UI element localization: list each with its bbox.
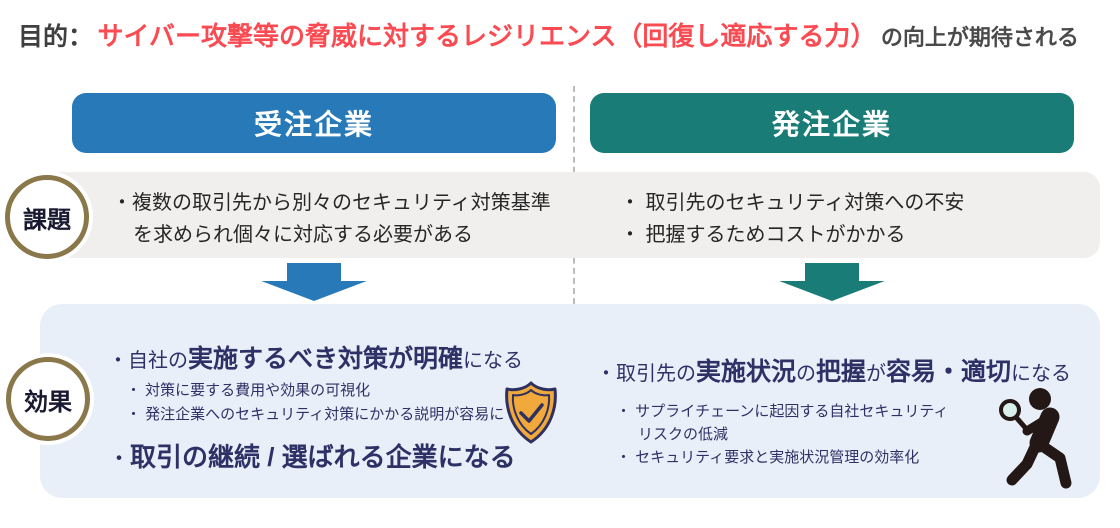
effect-left-main1-post: になる	[463, 350, 524, 372]
effect-left-main-1: ・自社の実施するべき対策が明確になる	[108, 339, 523, 375]
issues-right-item-2: ・ 把握するためコストがかかる	[620, 224, 906, 246]
issues-left-line2: を求められ個々に対応する必要がある	[133, 224, 473, 246]
effect-left-sub-1: ・ 対策に要する費用や効果の可視化	[126, 382, 371, 399]
effects-panel	[40, 304, 1100, 498]
bullet: ・	[596, 363, 616, 385]
effect-right-main-mid2: が	[866, 363, 887, 385]
bullet: ・	[112, 192, 132, 214]
effect-right-main-bold1: 実施状況	[696, 358, 797, 386]
down-arrow-icon	[256, 262, 372, 302]
issues-left-text: ・複数の取引先から別々のセキュリティ対策基準 を求められ個々に対応する必要がある	[112, 187, 551, 251]
effect-right-sub-2: ・ セキュリティ要求と実施状況管理の効率化	[616, 449, 920, 466]
title-suffix: の向上が期待される	[880, 25, 1079, 50]
issues-band	[40, 172, 1100, 258]
effect-left-main2-bold: 取引の継続 / 選ばれる企業になる	[130, 442, 516, 472]
issues-left-line1: 複数の取引先から別々のセキュリティ対策基準	[132, 192, 551, 214]
shield-check-icon	[504, 381, 558, 445]
title-highlight: サイバー攻撃等の脅威に対するレジリエンス（回復し適応する力）	[97, 21, 877, 51]
effect-left-main1-pre: 自社の	[128, 350, 188, 372]
bullet: ・	[108, 350, 128, 372]
effect-left-subitems: ・ 対策に要する費用や効果の可視化 ・ 発注企業へのセキュリティ対策にかかる説明…	[126, 379, 504, 427]
title-prefix: 目的：	[18, 23, 94, 51]
effect-right-subitems: ・ サプライチェーンに起因する自社セキュリティ リスクの低減 ・ セキュリティ要…	[616, 400, 949, 469]
effect-right-main-mid1: の	[796, 363, 817, 385]
effect-left-sub-2: ・ 発注企業へのセキュリティ対策にかかる説明が容易に	[126, 406, 505, 423]
effect-right-main-post: になる	[1011, 363, 1072, 385]
header-orderer: 発注企業	[590, 93, 1074, 153]
effect-right-main-bold2: 把握	[816, 358, 867, 386]
effect-right-sub1-line2: リスクの低減	[638, 426, 729, 443]
person-magnifier-icon	[993, 386, 1088, 491]
issues-right-text: ・ 取引先のセキュリティ対策への不安 ・ 把握するためコストがかかる	[620, 187, 964, 251]
issues-right-item-1: ・ 取引先のセキュリティ対策への不安	[620, 192, 965, 214]
effect-right-main-pre: 取引先の	[616, 363, 696, 385]
down-arrow-icon	[774, 262, 890, 302]
effect-left-main-2: ・取引の継続 / 選ばれる企業になる	[108, 437, 516, 474]
effect-right-main-bold3: 容易・適切	[886, 358, 1012, 386]
bullet: ・	[108, 446, 131, 471]
issues-badge: 課題	[5, 175, 89, 259]
header-contractor: 受注企業	[72, 93, 556, 153]
effect-left-main1-bold: 実施するべき対策が明確	[188, 345, 464, 373]
column-divider	[573, 86, 575, 496]
effect-right-sub1-line1: ・ サプライチェーンに起因する自社セキュリティ	[616, 403, 949, 420]
effects-badge: 効果	[6, 357, 90, 441]
effect-right-main: ・取引先の実施状況の把握が容易・適切になる	[596, 352, 1071, 388]
page-title: 目的： サイバー攻撃等の脅威に対するレジリエンス（回復し適応する力） の向上が期…	[18, 16, 1079, 53]
